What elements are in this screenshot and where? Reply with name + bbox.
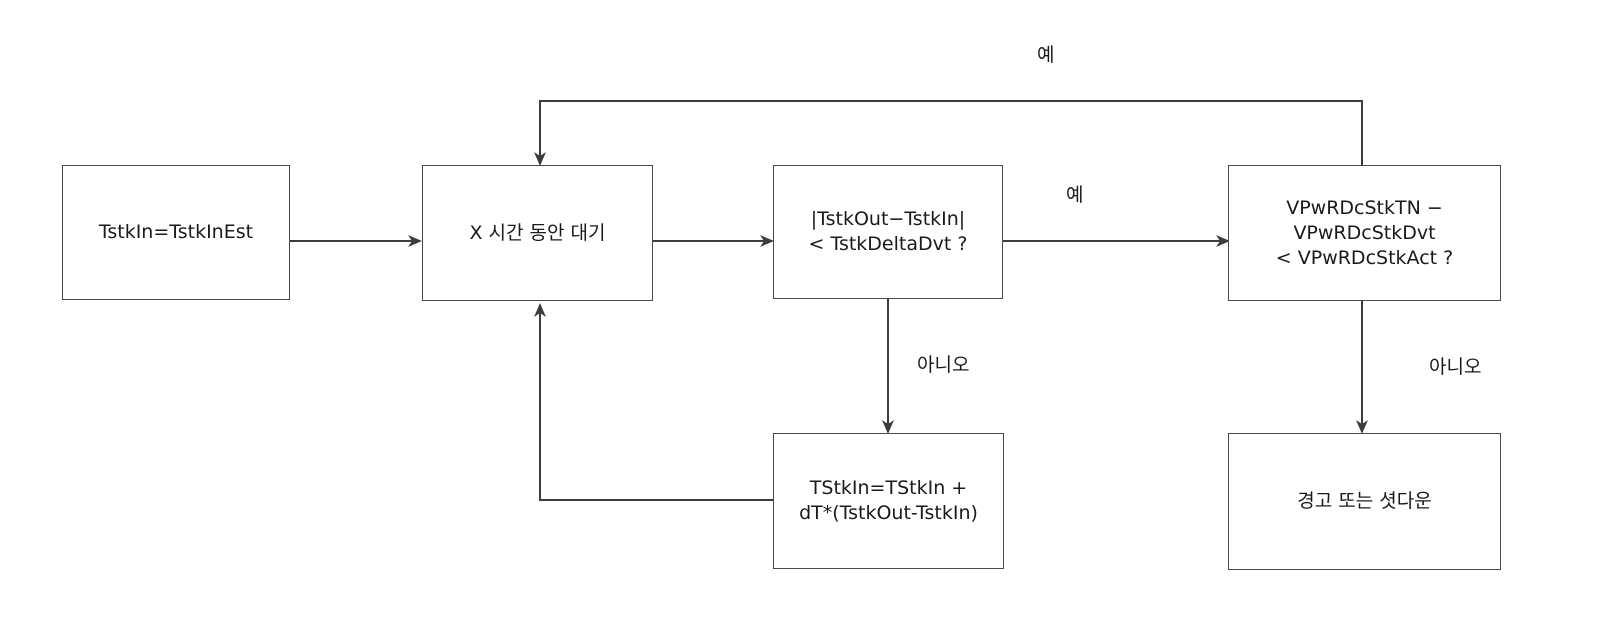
delta-yes-label: 예: [1066, 180, 1083, 207]
check-voltage-line-3: < VPwRDcStkAct ?: [1276, 246, 1453, 271]
voltage-no-label: 아니오: [1429, 352, 1481, 379]
init-box: TstkIn=TstkInEst: [62, 165, 290, 300]
init-line-1: TstkIn=TstkInEst: [99, 220, 253, 245]
update-line-2: dT*(TstkOut-TstkIn): [799, 501, 978, 526]
check-delta-line-1: |TstkOut−TstkIn|: [811, 207, 965, 232]
update-line-1: TStkIn=TStkIn +: [810, 476, 967, 501]
update-box: TStkIn=TStkIn + dT*(TstkOut-TstkIn): [773, 433, 1004, 569]
alarm-box: 경고 또는 셧다운: [1228, 433, 1501, 570]
check-delta-line-2: < TstkDeltaDvt ?: [809, 232, 968, 257]
check-voltage-line-2: VPwRDcStkDvt: [1293, 221, 1435, 246]
delta-no-label: 아니오: [917, 350, 969, 377]
alarm-line-1: 경고 또는 셧다운: [1297, 489, 1431, 514]
arrow-check-voltage-yes: [540, 101, 1362, 165]
check-voltage-line-1: VPwRDcStkTN −: [1286, 196, 1443, 221]
check-voltage-box: VPwRDcStkTN − VPwRDcStkDvt < VPwRDcStkAc…: [1228, 165, 1501, 301]
wait-box: X 시간 동안 대기: [422, 165, 653, 301]
wait-line-1: X 시간 동안 대기: [469, 221, 605, 246]
check-delta-box: |TstkOut−TstkIn| < TstkDeltaDvt ?: [773, 165, 1003, 299]
voltage-yes-label: 예: [1037, 40, 1054, 67]
arrow-update-to-wait: [540, 305, 773, 500]
